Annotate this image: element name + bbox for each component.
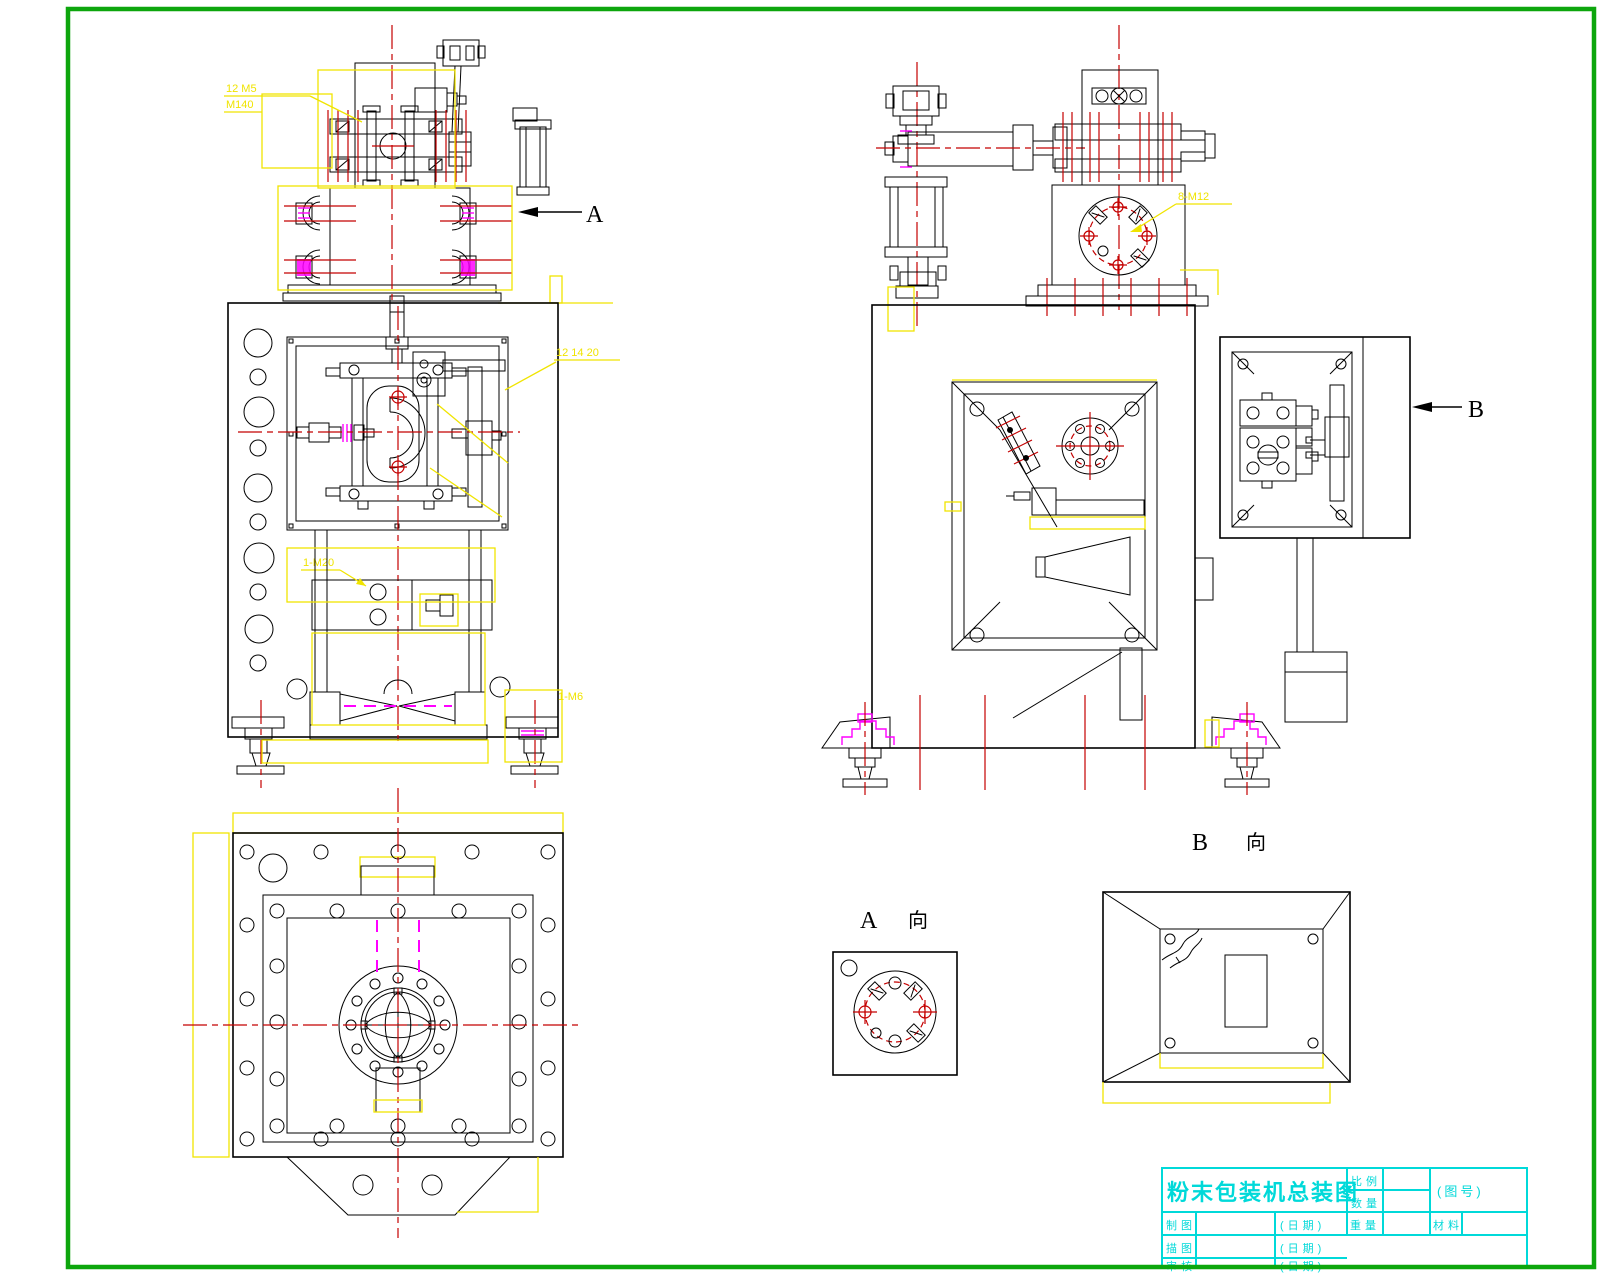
view-b: B 向 [1102, 830, 1351, 1104]
view-b-direction-char: 向 [1246, 831, 1266, 854]
part-label: 1-M6 [558, 691, 583, 703]
weight-label: 重量 [1350, 1218, 1380, 1232]
quantity-label: 数量 [1351, 1197, 1381, 1210]
section-arrow-a: A [518, 202, 604, 228]
arrow-a-letter: A [586, 202, 604, 228]
section-arrow-b: B [1412, 397, 1484, 423]
side-view-body [821, 304, 1281, 795]
drafter-label: 制图 [1166, 1219, 1196, 1232]
leader-label-top-left: 12 M5 M140 [224, 83, 363, 123]
drawing-number-label: (图号) [1437, 1184, 1484, 1199]
view-a-letter: A [860, 908, 878, 934]
date-label: (日期) [1280, 1242, 1325, 1255]
front-view-body: 12 14 20 1-M20 1-M6 [227, 302, 620, 788]
title-block: 粉末包装机总装图 比例 数量 (图号) 制图 (日期) 重量 材料 描图 (日期… [1161, 1167, 1528, 1273]
side-attachment-box [1219, 336, 1411, 723]
date-label: (日期) [1280, 1219, 1325, 1232]
scale-label: 比例 [1351, 1174, 1381, 1188]
part-label: M140 [226, 99, 254, 111]
sheet-border [65, 6, 1597, 1270]
part-label: 1-M20 [303, 557, 334, 569]
view-b-letter: B [1192, 830, 1208, 856]
view-a: A 向 [832, 908, 958, 1076]
drawing-title: 粉末包装机总装图 [1167, 1180, 1359, 1205]
part-label: 8-M12 [1178, 191, 1209, 203]
view-a-direction-char: 向 [908, 909, 928, 932]
part-label: 12 14 20 [556, 347, 599, 359]
front-view-top-assembly [261, 25, 613, 313]
part-label: 12 M5 [226, 83, 257, 95]
material-label: 材料 [1433, 1218, 1463, 1232]
side-view-top-assembly: 8-M12 [876, 25, 1232, 332]
tracer-label: 描图 [1166, 1241, 1196, 1255]
arrow-b-letter: B [1468, 397, 1484, 423]
bottom-view [183, 788, 578, 1238]
